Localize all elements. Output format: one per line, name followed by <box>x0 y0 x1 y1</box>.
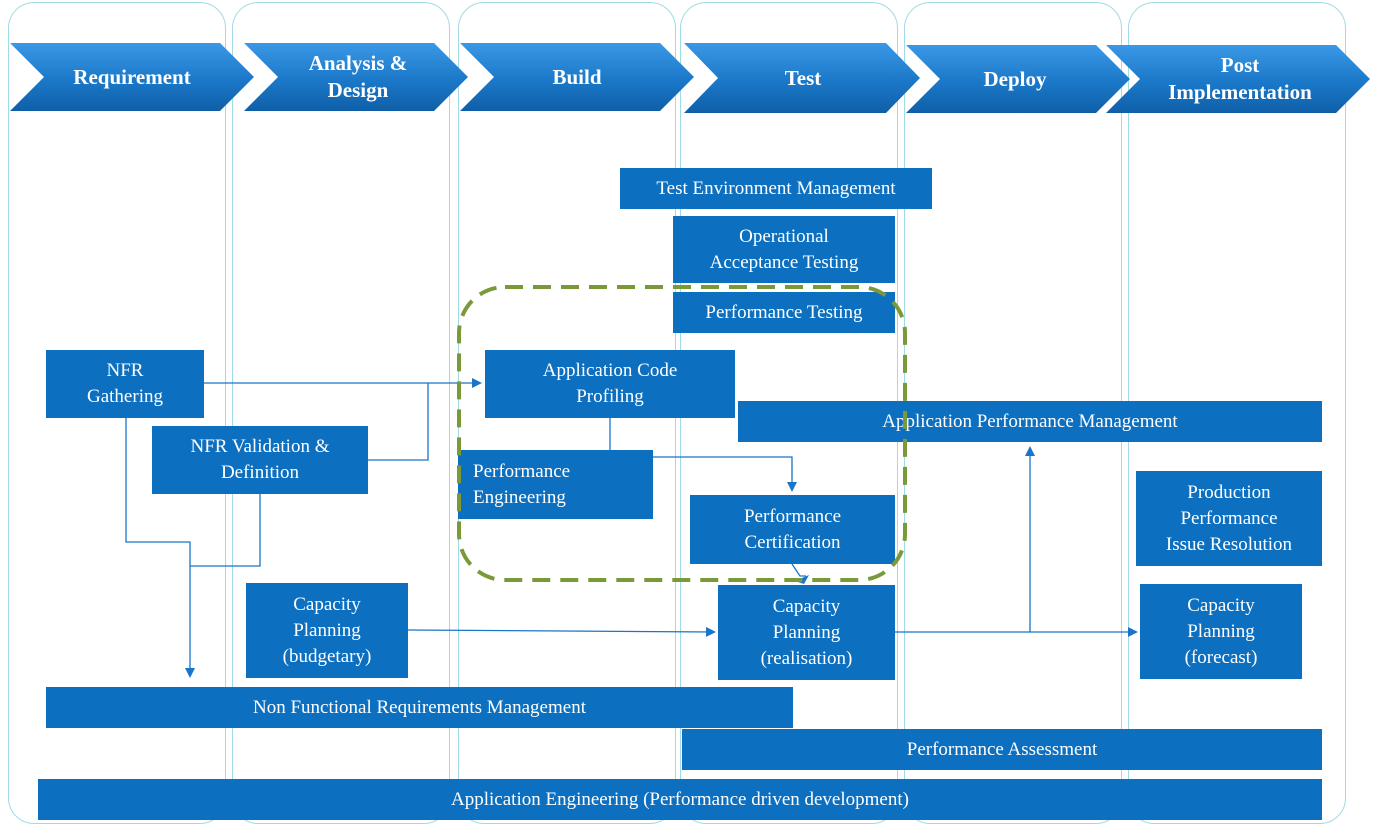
phase-label-build: Build <box>552 64 602 89</box>
phase-label-deploy: Deploy <box>983 66 1047 91</box>
chevron-test <box>684 43 920 113</box>
box-capacity-planning-realisation: Capacity Planning (realisation) <box>718 585 895 680</box>
box-application-performance-management: Application Performance Management <box>738 401 1322 442</box>
chevron-requirement <box>10 43 254 111</box>
box-test-environment-management: Test Environment Management <box>620 168 932 209</box>
box-performance-assessment: Performance Assessment <box>682 729 1322 770</box>
box-application-engineering: Application Engineering (Performance dri… <box>38 779 1322 820</box>
box-performance-certification: Performance Certification <box>690 495 895 564</box>
box-non-functional-requirements-management: Non Functional Requirements Management <box>46 687 793 728</box>
chevron-post-implementation <box>1106 45 1370 113</box>
chevron-analysis-design <box>244 43 468 111</box>
phase-label-requirement: Requirement <box>73 64 191 89</box>
box-operational-acceptance-testing: Operational Acceptance Testing <box>673 216 895 283</box>
box-performance-testing: Performance Testing <box>673 292 895 333</box>
box-application-code-profiling: Application Code Profiling <box>485 350 735 418</box>
lane-requirement <box>8 2 226 824</box>
box-production-performance-issue-resolution: Production Performance Issue Resolution <box>1136 471 1322 566</box>
lane-analysis-design <box>232 2 450 824</box>
phase-label-test: Test <box>784 65 822 90</box>
box-capacity-planning-budgetary: Capacity Planning (budgetary) <box>246 583 408 678</box>
box-nfr-validation-definition: NFR Validation & Definition <box>152 426 368 494</box>
box-nfr-gathering: NFR Gathering <box>46 350 204 418</box>
phase-chevrons <box>10 43 1370 113</box>
chevron-build <box>460 43 694 111</box>
phase-label-analysis-design: Analysis & Design <box>308 51 408 102</box>
box-performance-engineering: Performance Engineering <box>458 450 653 519</box>
box-capacity-planning-forecast: Capacity Planning (forecast) <box>1140 584 1302 679</box>
phase-label-post-implementation: Post Implementation <box>1168 53 1312 104</box>
chevron-deploy <box>906 45 1130 113</box>
